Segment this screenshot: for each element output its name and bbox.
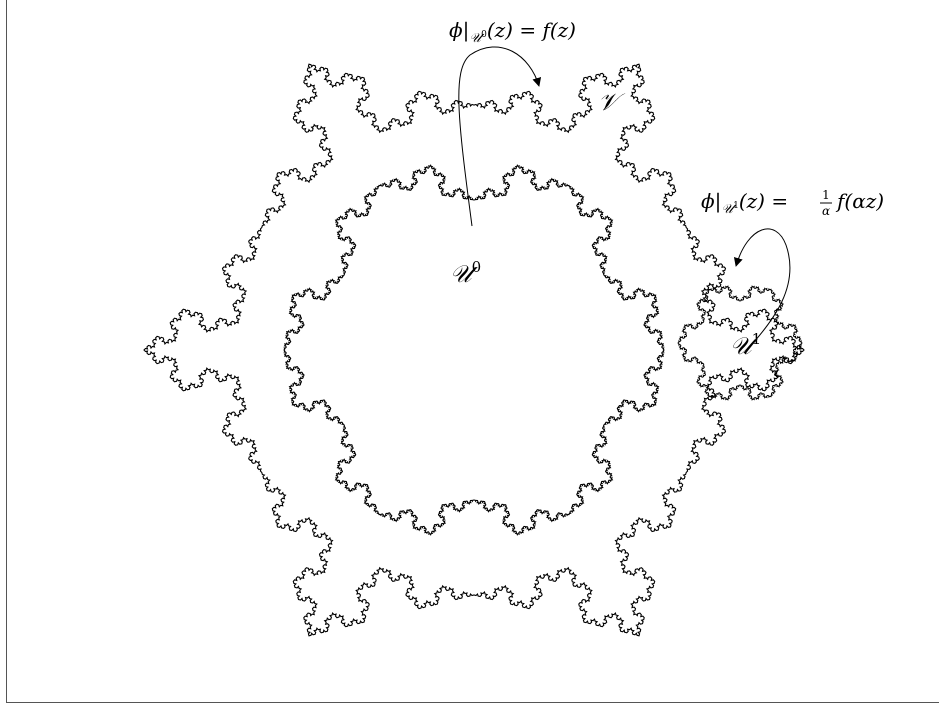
inner-region-curve	[283, 164, 665, 536]
small-region-label: 𝒰1	[730, 330, 761, 360]
outer-region-curve	[143, 63, 805, 637]
outer-region-label: 𝒱	[598, 88, 626, 116]
map1-fraction-denominator: α	[822, 204, 830, 218]
map1-fraction-numerator: 1	[822, 188, 830, 202]
map1-arrow	[733, 228, 791, 354]
map1-formula: ϕ|𝒰1(z) = 1 α f(αz)	[701, 188, 884, 218]
inner-region-label: 𝒰0	[450, 258, 481, 288]
map0-formula: ϕ|𝒰0(z) = f(z)	[449, 18, 576, 46]
small-region-curve	[677, 285, 803, 401]
svg-text:ϕ|𝒰1(z) =: ϕ|𝒰1(z) =	[701, 189, 788, 217]
figure-frame	[6, 0, 939, 703]
map0-arrow	[458, 46, 542, 227]
map1-formula-tail: f(αz)	[835, 189, 884, 213]
